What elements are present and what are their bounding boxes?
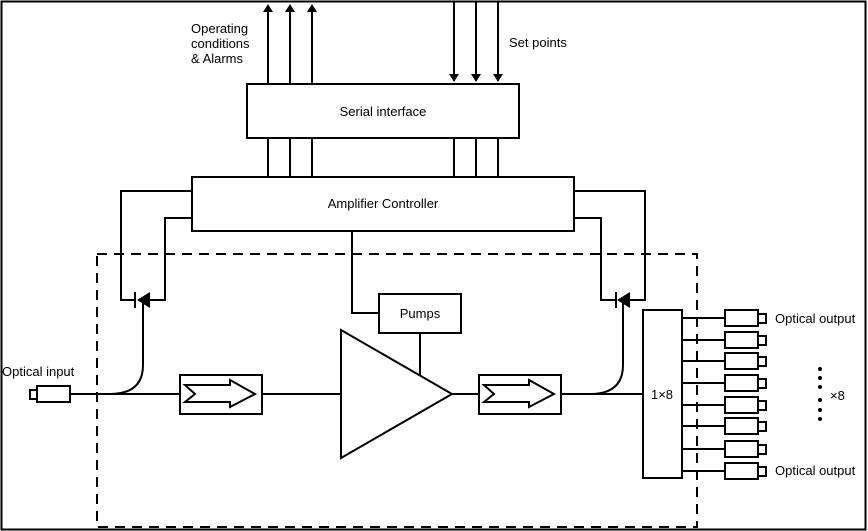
- output-connector-tip: [757, 335, 767, 346]
- output-ports: [682, 309, 767, 480]
- splitter-label: 1×8: [651, 387, 673, 402]
- output-connector-tip: [757, 466, 767, 477]
- output-port: [682, 331, 767, 349]
- operating-label-2: conditions: [191, 36, 250, 51]
- output-connector: [724, 331, 759, 349]
- output-connector: [724, 352, 759, 370]
- output-connector: [724, 462, 759, 480]
- module-boundary: [96, 253, 698, 528]
- input-isolator: [179, 374, 263, 415]
- optical-input-connector: [29, 385, 71, 403]
- output-port: [682, 440, 767, 458]
- input-monitor-photodiode: [109, 190, 192, 395]
- optical-output-bottom-label: Optical output: [775, 463, 856, 478]
- output-connector-tip: [757, 356, 767, 367]
- output-connector: [724, 396, 759, 414]
- operating-label-1: Operating: [191, 21, 248, 36]
- status-arrows: [263, 4, 317, 84]
- operating-label-3: & Alarms: [191, 51, 244, 66]
- output-connector: [724, 374, 759, 392]
- bus-lines: [267, 138, 499, 177]
- amplifier-controller-box: [191, 176, 575, 232]
- output-port: [682, 396, 767, 414]
- setpoint-arrows: [449, 2, 503, 82]
- output-connector-tip: [757, 400, 767, 411]
- multiplier-label: ×8: [830, 388, 845, 403]
- isolator-arrow-icon: [182, 378, 258, 409]
- output-monitor-photodiode: [574, 190, 646, 395]
- output-connector: [724, 309, 759, 327]
- pumps-label: Pumps: [400, 306, 441, 321]
- optical-output-top-label: Optical output: [775, 311, 856, 326]
- output-port: [682, 352, 767, 370]
- amplifier-triangle: [340, 328, 455, 460]
- output-connector-tip: [757, 378, 767, 389]
- pump-control-line: [351, 231, 379, 314]
- set-points-label: Set points: [509, 35, 567, 50]
- output-connector: [724, 417, 759, 435]
- isolator-arrow-icon: [481, 378, 557, 409]
- ellipsis-dots: [818, 367, 822, 421]
- output-port: [682, 417, 767, 435]
- amplifier-controller-label: Amplifier Controller: [328, 196, 439, 211]
- optical-input-label: Optical input: [2, 364, 75, 379]
- output-connector-tip: [757, 421, 767, 432]
- output-port: [682, 309, 767, 327]
- output-connector-tip: [757, 313, 767, 324]
- serial-interface-box: [246, 83, 520, 139]
- output-port: [682, 374, 767, 392]
- output-connector: [724, 440, 759, 458]
- serial-interface-label: Serial interface: [340, 104, 427, 119]
- output-port: [682, 462, 767, 480]
- output-connector-tip: [757, 444, 767, 455]
- splitter-box: [642, 309, 683, 479]
- output-isolator: [478, 374, 562, 415]
